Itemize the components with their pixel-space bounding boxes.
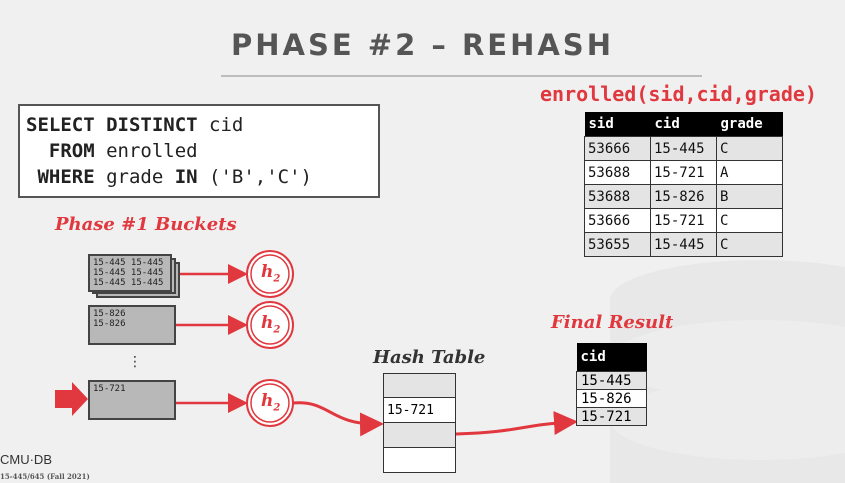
table-cell: 53666 [584, 136, 651, 161]
bucket-2: 15-826 15-826 [88, 305, 176, 345]
final-result-caption: Final Result [551, 312, 674, 333]
hash-table: 15-721 [383, 373, 456, 473]
current-bucket-arrow [55, 382, 88, 416]
table-cell: 53655 [584, 232, 651, 257]
enrolled-table: sid cid grade 53666 15-445 C 53688 15-72… [584, 112, 783, 257]
table-cell: 15-445 [650, 136, 717, 161]
table-row: 53688 15-826 B [584, 184, 783, 209]
sql-keyword: FROM [26, 140, 95, 162]
hash-table-caption: Hash Table [373, 347, 486, 368]
hash-fn-subscript: 2 [273, 273, 281, 285]
hash-fn-subscript: 2 [273, 402, 281, 414]
bucket-1: 15-445 15-445 15-445 15-445 15-445 15-44… [88, 254, 172, 292]
table-cell: 15-445 [650, 232, 717, 257]
bucket-3: 15-721 [88, 380, 176, 420]
table-header-row: sid cid grade [584, 112, 783, 137]
table-cell: 53666 [584, 208, 651, 233]
column-header: cid [576, 343, 647, 372]
sql-keyword: SELECT DISTINCT [26, 114, 198, 136]
final-result-table: cid 15-445 15-826 15-721 [576, 343, 647, 426]
arrow-table-to-result [455, 411, 578, 436]
hash-fn-text: h [261, 262, 274, 282]
table-row: 15-721 [576, 407, 647, 426]
sql-keyword: IN [174, 166, 198, 188]
hash-label-3: h2 [261, 391, 280, 413]
table-cell: 15-826 [576, 389, 647, 408]
hash-table-slot [383, 373, 456, 398]
table-cell: 53688 [584, 160, 651, 185]
hash-label-1: h2 [261, 262, 280, 284]
table-cell: 15-826 [650, 184, 717, 209]
table-row: 53666 15-721 C [584, 208, 783, 233]
sql-text: grade [94, 166, 175, 188]
column-header: grade [716, 112, 783, 137]
sql-text: cid [197, 114, 244, 136]
table-cell: A [716, 160, 783, 185]
table-row: 15-826 [576, 389, 647, 408]
arrow-hash-to-table [292, 401, 384, 437]
table-cell: C [716, 232, 783, 257]
table-cell: 15-445 [576, 371, 647, 390]
sql-keyword: WHERE [26, 166, 95, 188]
hash-label-2: h2 [261, 313, 280, 335]
background-logo [610, 260, 845, 483]
hash-fn-text: h [261, 313, 274, 333]
table-schema: enrolled(sid,cid,grade) [540, 82, 817, 106]
hash-function-2 [246, 301, 294, 349]
table-cell: C [716, 208, 783, 233]
hash-table-slot: 15-721 [383, 398, 456, 423]
hash-table-slot [383, 448, 456, 473]
table-row: 15-445 [576, 371, 647, 390]
sql-text: enrolled [94, 140, 198, 162]
ellipsis: ⋮ [128, 354, 142, 370]
footer-logo: CMU·DB [0, 452, 52, 467]
table-cell: C [716, 136, 783, 161]
hash-fn-subscript: 2 [273, 324, 281, 336]
column-header: sid [584, 112, 651, 137]
phase1-caption: Phase #1 Buckets [55, 214, 237, 235]
sql-query-box: SELECT DISTINCT cid FROM enrolled WHERE … [18, 104, 380, 198]
table-cell: 15-721 [576, 407, 647, 426]
table-cell: 53688 [584, 184, 651, 209]
table-cell: 15-721 [650, 208, 717, 233]
table-header-row: cid [576, 343, 647, 372]
table-cell: 15-721 [650, 160, 717, 185]
table-cell: B [716, 184, 783, 209]
hash-table-slot [383, 423, 456, 448]
table-row: 53655 15-445 C [584, 232, 783, 257]
table-row: 53688 15-721 A [584, 160, 783, 185]
column-header: cid [650, 112, 717, 137]
hash-fn-text: h [261, 391, 274, 411]
footer-course: 15-445/645 (Fall 2021) [0, 472, 90, 481]
sql-text: ('B','C') [197, 166, 312, 188]
table-row: 53666 15-445 C [584, 136, 783, 161]
slide-title: PHASE #2 – REHASH [231, 28, 614, 62]
title-divider [221, 75, 702, 77]
